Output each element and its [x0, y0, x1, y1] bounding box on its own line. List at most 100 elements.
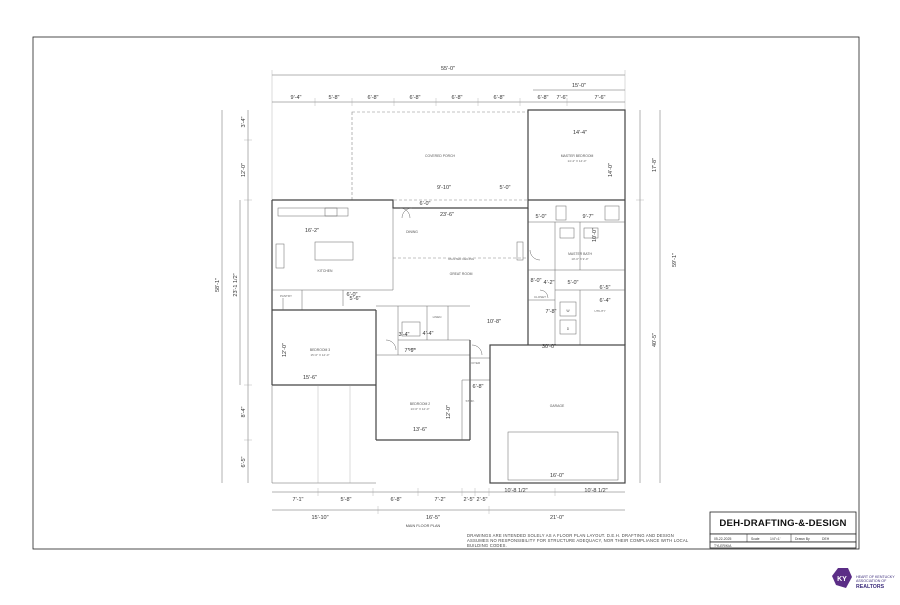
dim-bottom-4: 7'-2" — [435, 497, 446, 503]
room-bedroom-3: BEDROOM 3 — [310, 348, 330, 352]
disclaimer: DRAWINGS ARE INTENDED SOLELY AS A FLOOR … — [467, 533, 689, 548]
dim-int: 10'-8" — [487, 319, 501, 325]
dim-int: 6'-0" — [347, 292, 358, 298]
room-master-bath-size: 10'-0" X 9'-0" — [571, 257, 588, 261]
dim-top-6: 6'-8" — [494, 95, 505, 101]
dim-bottom-2: 5'-8" — [341, 497, 352, 503]
realtor-badge: KY HEART OF KENTUCKY ASSOCIATION OF REAL… — [832, 568, 895, 590]
dim-int: 6'-4" — [600, 298, 611, 304]
dim-right-2: 40'-5" — [652, 333, 658, 347]
dim-top-5: 6'-8" — [452, 95, 463, 101]
dim-left-4: 6'-5" — [241, 456, 247, 467]
dim-top-8: 7'-6" — [557, 95, 568, 101]
door-swing — [471, 344, 483, 356]
dim-int: 9'-10" — [437, 185, 451, 191]
room-bath: BATH — [408, 347, 416, 351]
plan-title: MAIN FLOOR PLAN — [406, 524, 441, 528]
tb-project: TYLER/KIA — [714, 544, 732, 548]
tb-scale-value: 1/4"=1' — [770, 537, 781, 541]
sink-mb — [559, 227, 575, 239]
room-vaulted: VAULTED CEILING — [448, 257, 475, 261]
room-great-room: GREAT ROOM — [450, 272, 473, 276]
dim-top-4: 6'-8" — [410, 95, 421, 101]
dim-int: 4'-4" — [423, 331, 434, 337]
kentucky-shape-icon — [832, 568, 852, 588]
room-dining: DINING — [406, 230, 418, 234]
badge-line-3: REALTORS — [856, 584, 885, 590]
dim-left-3: 8'-4" — [241, 406, 247, 417]
dim-int: 6'-5" — [600, 285, 611, 291]
room-master-bath: MASTER BATH — [568, 252, 592, 256]
tb-drawn-value: DEH — [822, 537, 830, 541]
room-utility: UTILITY — [594, 309, 605, 313]
door-swing — [399, 207, 411, 219]
dim-left-2: 12'-0" — [241, 163, 247, 177]
dim-int: 9'-7" — [583, 214, 594, 220]
vanity — [555, 205, 567, 221]
room-labels: COVERED PORCH MASTER BEDROOM 14'-4" X 14… — [280, 154, 606, 411]
door-swing — [401, 207, 413, 219]
label-dryer: D — [567, 327, 570, 331]
title-block: DEH-DRAFTING-&-DESIGN 05-22-2025 Scale 1… — [709, 511, 857, 549]
dim-top-9: 7'-6" — [595, 95, 606, 101]
dim-bottom-8: 10'-8 1/2" — [584, 488, 607, 494]
sheet-border — [32, 36, 860, 550]
tub — [401, 321, 421, 337]
title-block-bottom — [709, 541, 857, 549]
room-foyer: FOYER — [470, 361, 481, 365]
dimension-lines — [221, 70, 661, 514]
dim-int: 13'-6" — [413, 427, 427, 433]
dim-int: 14'-4" — [573, 130, 587, 136]
room-storage: STOR. — [465, 399, 474, 403]
disclaimer-line-1: DRAWINGS ARE INTENDED SOLELY AS A FLOOR … — [467, 533, 674, 538]
garage-walls — [489, 344, 626, 484]
dim-top-7: 6'-8" — [538, 95, 549, 101]
disclaimer-line-3: BUILDING CODES. — [467, 543, 507, 548]
dim-top-3: 6'-8" — [368, 95, 379, 101]
dim-bottom-5: 2'-5" — [464, 497, 475, 503]
dim-top-overall: 55'-0" — [441, 66, 455, 72]
dim-bottom2-3: 21'-0" — [550, 515, 564, 521]
title-block-row — [709, 533, 857, 543]
door-swing — [539, 289, 549, 299]
door-swing — [529, 249, 541, 261]
dim-int: 15'-6" — [303, 375, 317, 381]
label-washer: W — [566, 309, 570, 313]
dim-bottom-6: 2'-5" — [477, 497, 488, 503]
room-garage: GARAGE — [550, 404, 565, 408]
dim-bottom-1: 7'-1" — [293, 497, 304, 503]
dim-int: 12'-0" — [446, 405, 452, 419]
dim-int: 5'-0" — [536, 214, 547, 220]
room-linen: LINEN — [433, 315, 442, 319]
dim-int: 7'-9" — [405, 348, 416, 354]
walls — [271, 109, 626, 484]
dim-right-outer: 59'-1" — [672, 253, 678, 267]
badge-line-2: ASSOCIATION OF — [856, 579, 887, 583]
firm-name: DEH-DRAFTING-&-DESIGN — [719, 518, 846, 529]
washer-box — [559, 301, 577, 317]
tb-scale-label: Scale — [751, 537, 760, 541]
dim-int: 7'-8" — [546, 309, 557, 315]
room-bedroom-3-size: 15'-6" X 12'-0" — [311, 353, 330, 357]
garage-door — [507, 431, 619, 481]
dim-left-1: 3'-4" — [241, 116, 247, 127]
kitchen-counter — [277, 207, 349, 217]
dim-int: 6'-8" — [473, 384, 484, 390]
room-master-bedroom-size: 14'-4" X 14'-0" — [568, 159, 587, 163]
room-kitchen: KITCHEN — [318, 269, 333, 273]
range — [275, 243, 285, 269]
tb-date: 05-22-2025 — [714, 537, 731, 541]
door-swing — [385, 339, 397, 351]
dim-bottom-3: 6'-8" — [391, 497, 402, 503]
dim-int: 12'-0" — [282, 343, 288, 357]
fireplace — [516, 241, 524, 261]
disclaimer-line-2: ASSUMES NO RESPONSIBILITY FOR STRUCTURE … — [467, 538, 689, 543]
dim-right-1: 17'-8" — [652, 158, 658, 172]
dim-top-2: 5'-8" — [329, 95, 340, 101]
room-bedroom-2: BEDROOM 2 — [410, 402, 430, 406]
dim-left-outer: 58'-1" — [215, 278, 221, 292]
dim-int: 30'-0" — [542, 344, 556, 350]
sink — [324, 207, 338, 217]
dim-int: 23'-6" — [440, 212, 454, 218]
dim-int: 3'-4" — [399, 332, 410, 338]
